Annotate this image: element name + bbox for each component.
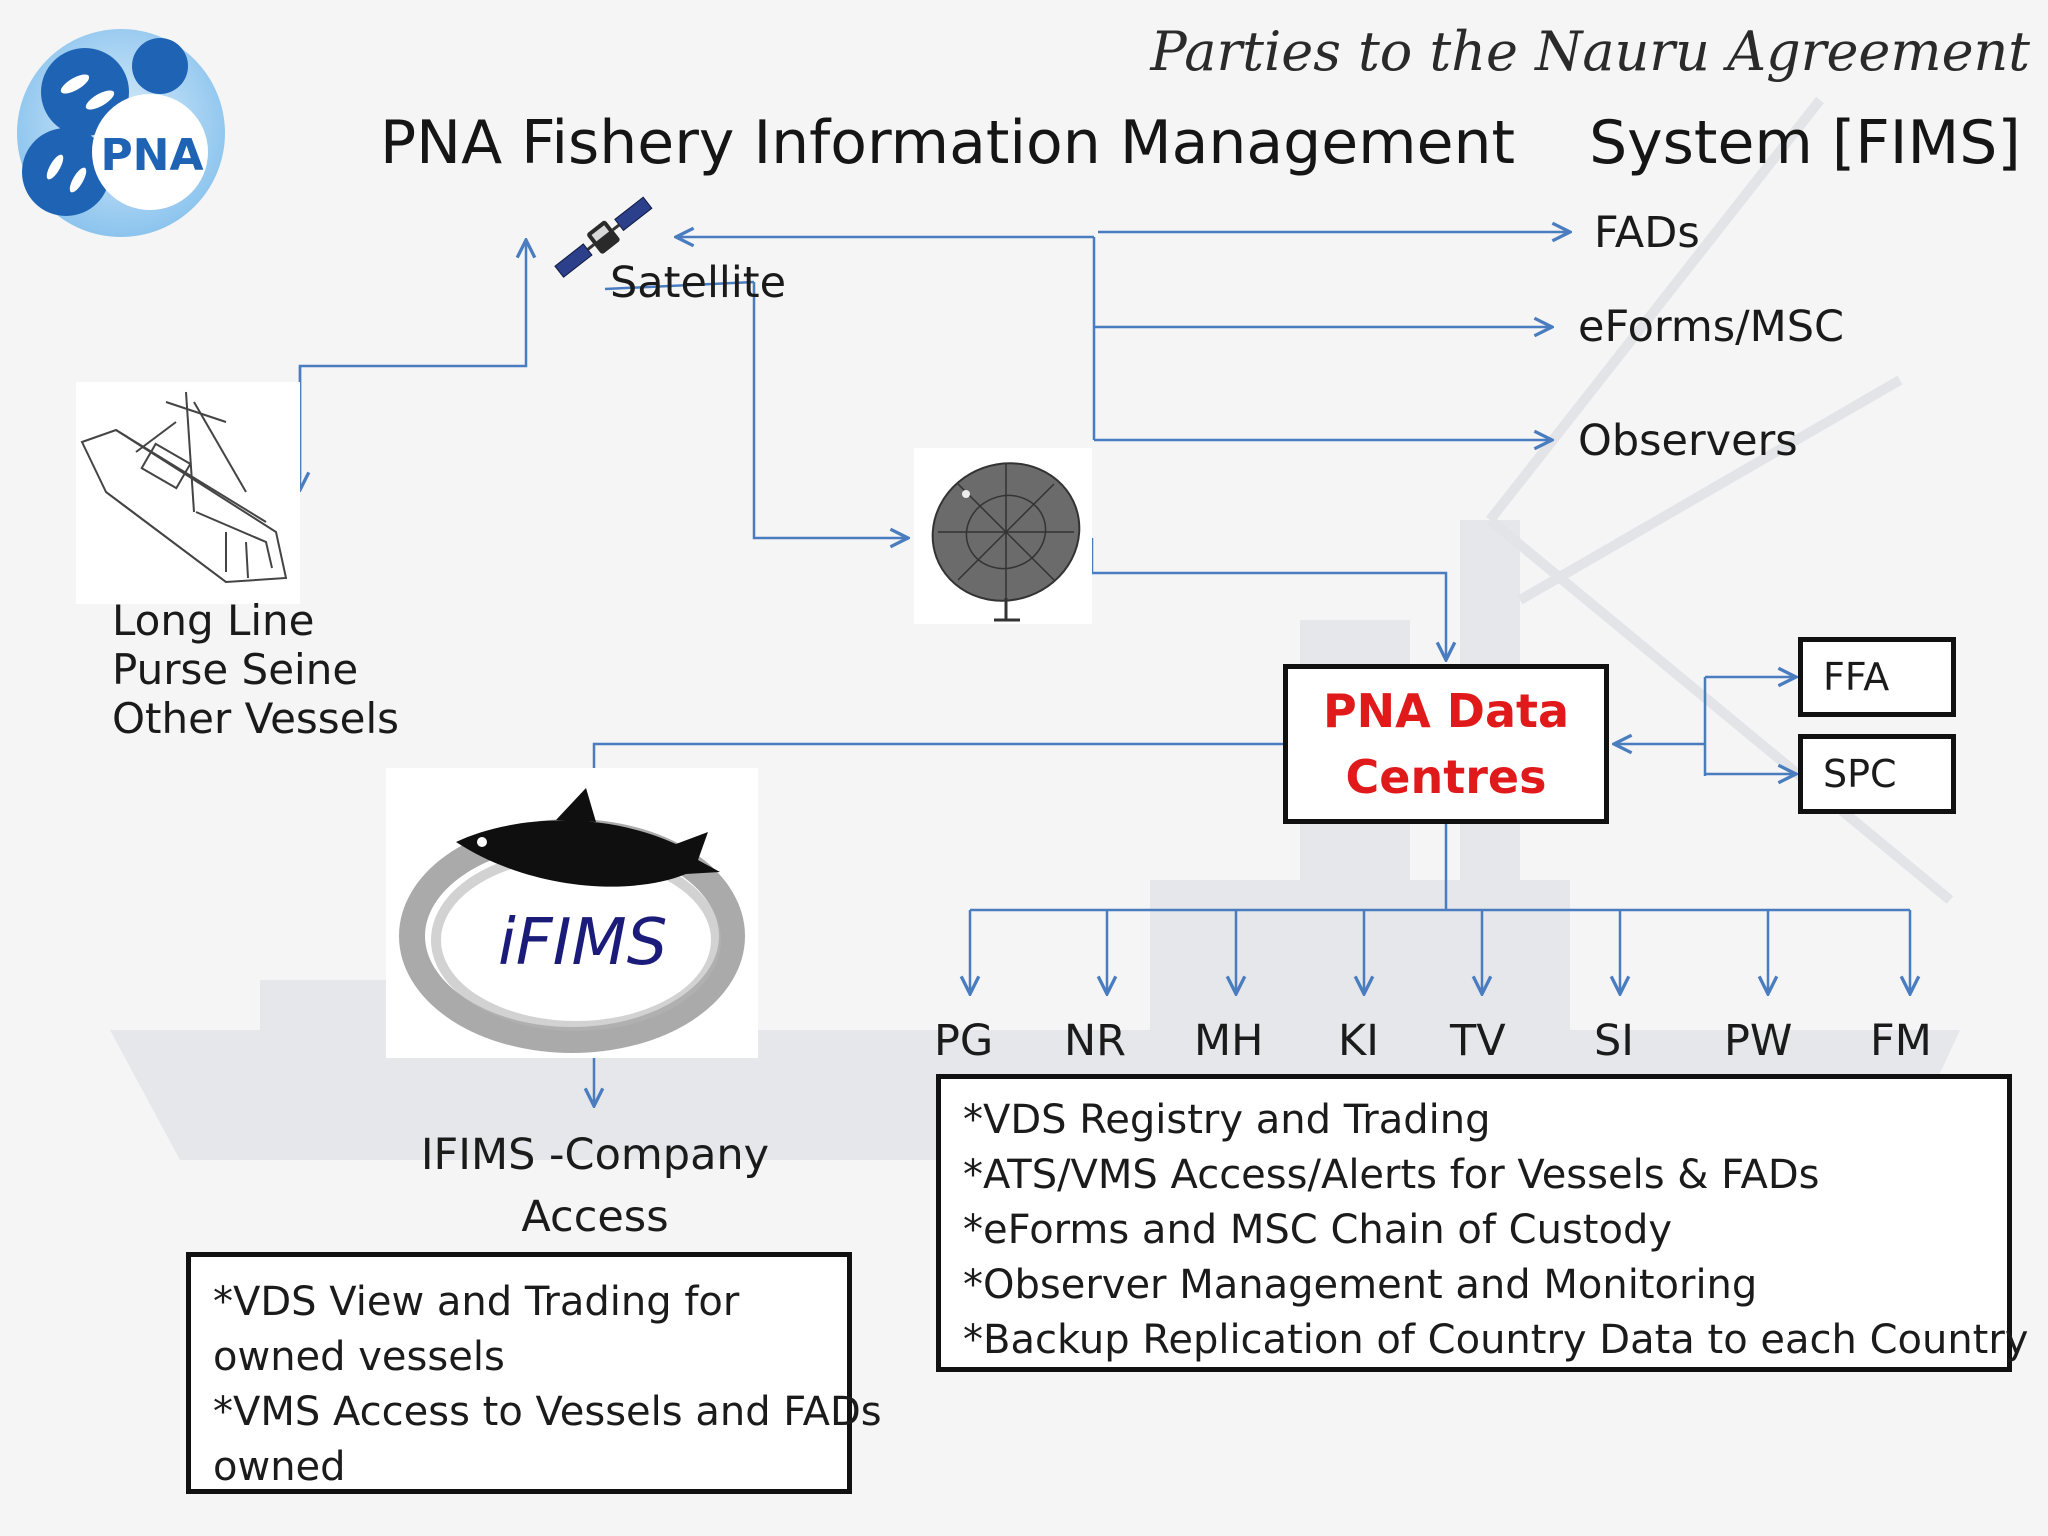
partner-ffa-label: FFA <box>1823 655 1890 699</box>
output-observers: Observers <box>1578 416 1798 466</box>
centre-feature-line: *eForms and MSC Chain of Custody <box>963 1207 1673 1253</box>
data-centre-line-2: Centres <box>1345 750 1547 804</box>
country-si: SI <box>1594 1016 1634 1066</box>
centre-features-box: *VDS Registry and Trading *ATS/VMS Acces… <box>936 1074 2029 1372</box>
output-fads: FADs <box>1594 208 1700 258</box>
satellite-icon <box>554 196 653 278</box>
pna-data-centres-box: PNA Data Centres <box>1283 664 1609 824</box>
partner-spc-box: SPC <box>1798 734 1956 814</box>
ifims-logo: iFIMS <box>386 768 758 1058</box>
title-part-1: PNA Fishery Information Management <box>380 108 1516 178</box>
ifims-feature-line: owned vessels <box>213 1334 505 1380</box>
centre-feature-line: *Backup Replication of Country Data to e… <box>963 1317 2029 1363</box>
country-pg: PG <box>934 1016 994 1066</box>
country-fm: FM <box>1870 1016 1932 1066</box>
header-subtitle: Parties to the Nauru Agreement <box>1150 20 2030 83</box>
title-part-2: System [FIMS] <box>1589 108 2021 178</box>
pna-logo: PNA <box>17 29 225 237</box>
ifims-features-box: *VDS View and Trading for owned vessels … <box>186 1252 882 1494</box>
partner-ffa-box: FFA <box>1798 637 1956 717</box>
centre-feature-line: *ATS/VMS Access/Alerts for Vessels & FAD… <box>963 1152 1820 1198</box>
ifims-logo-graphic: iFIMS <box>399 788 745 1053</box>
satellite-dish-icon <box>931 462 1081 622</box>
dish-image <box>914 448 1092 624</box>
vessel-types: Long Line Purse Seine Other Vessels <box>112 596 399 743</box>
satellite-label: Satellite <box>610 258 787 308</box>
vessel-type-purse-seine: Purse Seine <box>112 645 359 694</box>
vessel-type-long-line: Long Line <box>112 596 315 645</box>
centre-feature-line: *VDS Registry and Trading <box>963 1097 1491 1143</box>
ifims-logo-text: iFIMS <box>498 906 667 980</box>
vessel-image <box>76 382 300 604</box>
centre-feature-line: *Observer Management and Monitoring <box>963 1262 1758 1308</box>
ifims-caption-line-2: Access <box>521 1192 669 1242</box>
country-nr: NR <box>1064 1016 1127 1066</box>
country-tv: TV <box>1450 1016 1506 1066</box>
output-eforms-msc: eForms/MSC <box>1578 302 1845 352</box>
page-title: PNA Fishery Information Management System… <box>380 108 2021 178</box>
data-centre-line-1: PNA Data <box>1322 684 1570 738</box>
ifims-feature-line: *VMS Access to Vessels and FADs <box>213 1389 882 1435</box>
ifims-caption-line-1: IFIMS -Company <box>420 1130 770 1180</box>
country-pw: PW <box>1724 1016 1793 1066</box>
logo-text: PNA <box>100 130 203 181</box>
ifims-feature-line: *VDS View and Trading for <box>213 1279 740 1325</box>
fishing-vessel-icon <box>80 391 288 584</box>
partner-spc-label: SPC <box>1823 752 1897 796</box>
ifims-feature-line: owned <box>213 1444 346 1490</box>
vessel-type-other: Other Vessels <box>112 694 400 743</box>
ifims-caption: IFIMS -Company Access <box>380 1124 810 1248</box>
country-ki: KI <box>1338 1016 1379 1066</box>
country-mh: MH <box>1194 1016 1264 1066</box>
